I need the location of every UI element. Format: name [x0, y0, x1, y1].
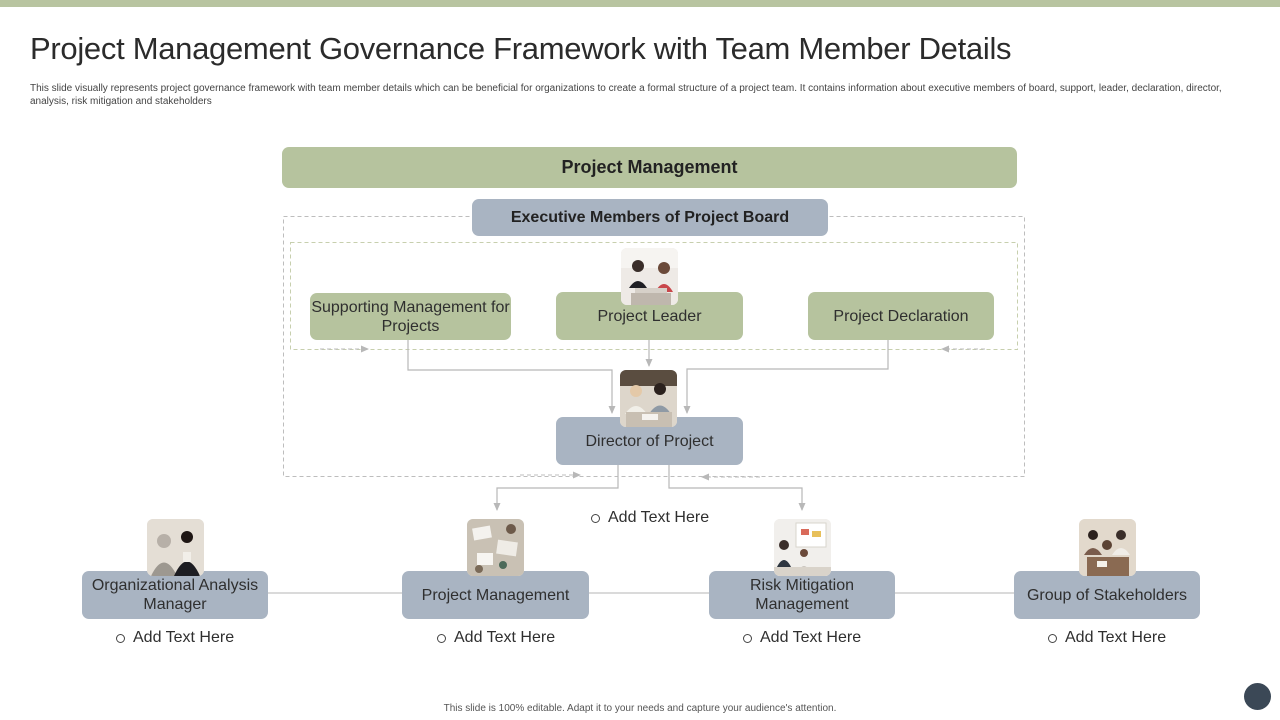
slide-title: Project Management Governance Framework … [30, 31, 1012, 66]
role-note-project-management: Add Text Here [437, 629, 555, 647]
top-accent-bar [0, 0, 1280, 7]
role-box-analysis-manager: Organizational Analysis Manager [82, 571, 268, 619]
bullet-ring-icon [743, 633, 752, 643]
supporting-management-box: Supporting Management for Projects [310, 293, 511, 340]
risk-mitigation-photo [774, 519, 831, 576]
analysis-manager-photo [147, 519, 204, 576]
bullet-ring-icon [1048, 633, 1057, 643]
stakeholders-photo [1079, 519, 1136, 576]
role-note-stakeholders: Add Text Here [1048, 629, 1166, 647]
role-note-risk-mitigation: Add Text Here [743, 629, 861, 647]
bullet-ring-icon [116, 633, 125, 643]
director-note: Add Text Here [591, 509, 709, 527]
corner-dot-icon [1244, 683, 1271, 710]
project-management-header: Project Management [282, 147, 1017, 188]
executive-board-box: Executive Members of Project Board [472, 199, 828, 236]
role-box-project-management: Project Management [402, 571, 589, 619]
role-note-analysis-manager: Add Text Here [116, 629, 234, 647]
project-management-photo [467, 519, 524, 576]
slide-subtitle: This slide visually represents project g… [30, 83, 1222, 107]
project-declaration-box: Project Declaration [808, 292, 994, 340]
bullet-ring-icon [591, 513, 600, 523]
director-photo [620, 370, 677, 427]
leader-photo [621, 248, 678, 305]
role-box-risk-mitigation: Risk Mitigation Management [709, 571, 895, 619]
slide-footer: This slide is 100% editable. Adapt it to… [443, 703, 837, 714]
role-box-stakeholders: Group of Stakeholders [1014, 571, 1200, 619]
bullet-ring-icon [437, 633, 446, 643]
